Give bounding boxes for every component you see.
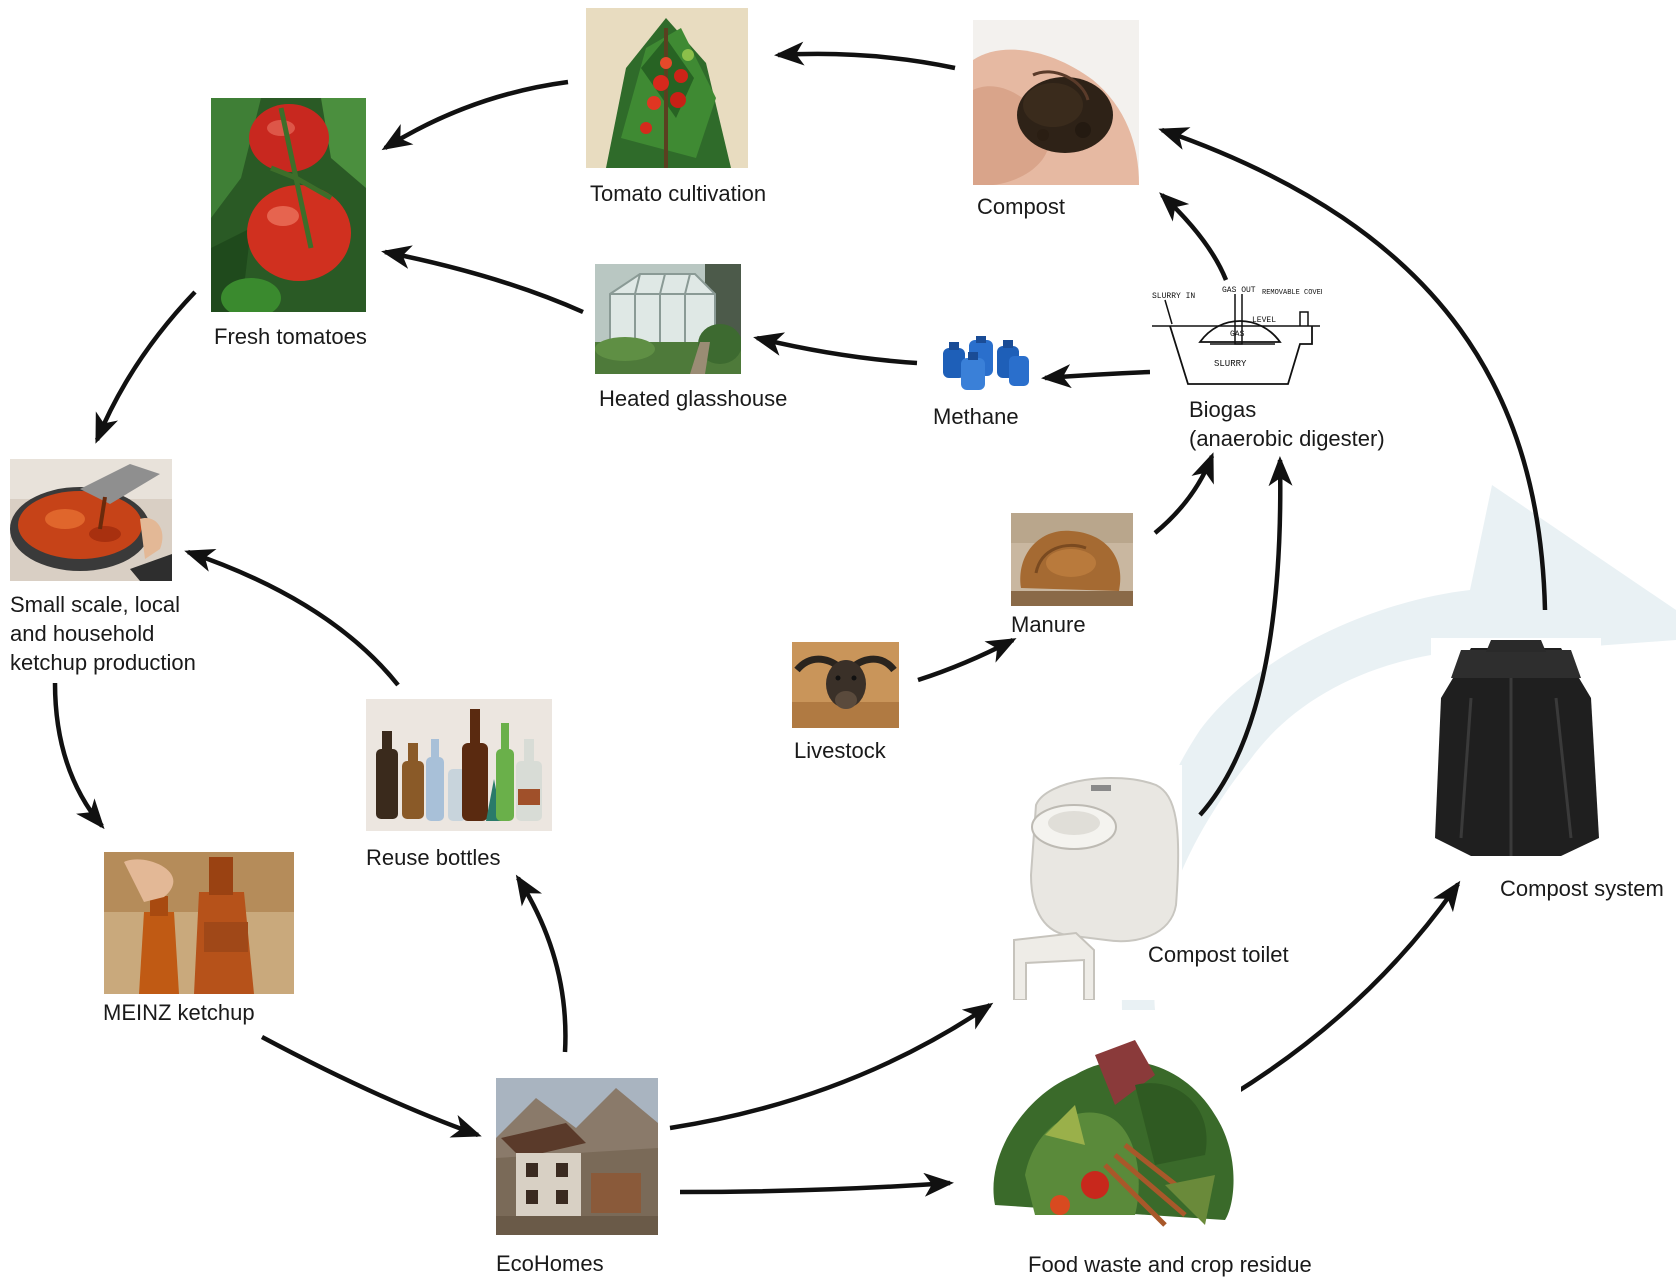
biogas-label: Biogas (anaerobic digester) [1189,397,1385,451]
arrow-food-waste-to-compost-system [1230,880,1461,1097]
bottles-photo [366,699,552,831]
cooking-pot-photo [10,459,172,581]
sketch-gas-out: GAS OUT [1222,286,1256,295]
meinz-ketchup-label: MEINZ ketchup [103,1000,255,1025]
arrow-ecohomes-to-food-waste [679,1172,954,1197]
compost-toilet-label: Compost toilet [1148,942,1289,967]
manure-label: Manure [1011,612,1086,637]
arrow-manure-to-biogas [1153,452,1215,535]
gas-cylinders-photo [939,336,1031,392]
food-waste-label: Food waste and crop residue [1028,1252,1312,1277]
sketch-gas: GAS [1230,330,1245,339]
compost-toilet-photo [1006,765,1182,1000]
arrow-glasshouse-to-fresh-tomatoes [381,245,584,315]
arrow-meinz-to-ecohomes [260,1035,482,1138]
tomato-plant-photo [586,8,748,168]
heated-glasshouse-label: Heated glasshouse [599,386,788,411]
arrow-ketchup-to-meinz [52,682,105,830]
digester-sketch: SLURRY IN GAS OUT REMOVABLE COVERS LEVEL… [1150,284,1322,390]
arrow-methane-to-glasshouse [753,332,918,366]
sketch-slurry-in: SLURRY IN [1152,292,1195,301]
food-waste-photo [985,1035,1241,1245]
arrow-ecohomes-to-reuse-bottles [515,874,568,1053]
arrow-tomato-cultivation-to-fresh-tomatoes [381,79,569,151]
arrow-reuse-bottles-to-ketchup [184,548,400,687]
reuse-bottles-label: Reuse bottles [366,845,501,870]
ketchup-bottles-photo [104,852,294,994]
fresh-tomatoes-label: Fresh tomatoes [214,324,367,349]
ecohomes-label: EcoHomes [496,1251,604,1276]
sketch-level: LEVEL [1252,316,1276,325]
livestock-label: Livestock [794,738,886,763]
manure-photo [1011,513,1133,606]
compost-system-label: Compost system [1500,876,1664,901]
buffalo-photo [792,642,899,728]
compost-label: Compost [977,194,1066,219]
arrow-biogas-to-compost [1159,192,1229,281]
arrow-compost-system-to-compost [1158,127,1548,611]
glasshouse-photo [595,264,741,374]
arrow-compost-toilet-to-biogas [1198,456,1293,817]
fresh-tomatoes-photo [211,98,366,312]
sketch-removable-covers: REMOVABLE COVERS [1262,289,1322,297]
arrow-fresh-tomatoes-to-ketchup [94,290,197,444]
arrow-compost-to-tomato-cultivation [774,41,956,71]
compost-bin-photo [1431,638,1601,863]
sketch-slurry: SLURRY [1214,359,1247,369]
tomato-cultivation-label: Tomato cultivation [590,181,767,206]
arrow-biogas-to-methane [1041,364,1151,389]
arrow-livestock-to-manure [917,638,1017,683]
house-photo [496,1078,658,1235]
ketchup-production-label: Small scale, local and household ketchup… [10,592,196,675]
methane-label: Methane [933,404,1019,429]
arrow-ecohomes-to-compost-toilet [669,1002,994,1131]
compost-in-hand-photo [973,20,1139,185]
